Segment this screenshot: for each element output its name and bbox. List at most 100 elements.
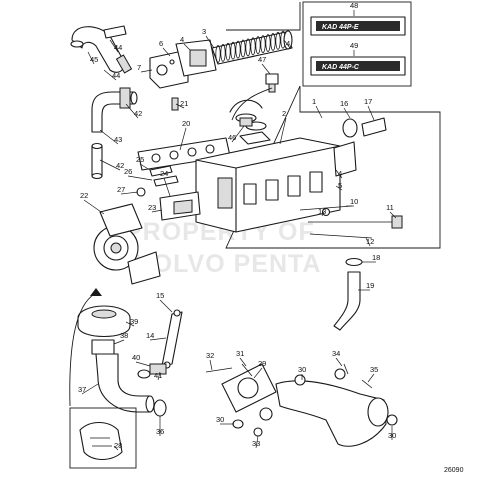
outlet-studs (205, 363, 373, 437)
detail-inset (69, 407, 137, 469)
callout-label-c3: 3 (202, 27, 206, 36)
callout-label-c47: 47 (258, 55, 266, 64)
coil-ring (215, 45, 221, 63)
callout-label-c26: 26 (124, 167, 132, 176)
callout-label-c17: 17 (364, 97, 372, 106)
leader-line-c47 (261, 63, 271, 75)
leader-line-c43 (99, 129, 119, 145)
upper-hose (70, 25, 133, 74)
callout-label-c32: 32 (206, 351, 214, 360)
leader-line-c37 (81, 383, 99, 395)
exhaust-outlet (221, 363, 398, 447)
leader-line-c14 (149, 337, 167, 341)
callout-label-c22: 22 (80, 191, 88, 200)
callout-label-c4c: 4 (338, 169, 342, 178)
air-filter (77, 305, 131, 355)
leader-line-c33 (255, 435, 259, 449)
leader-line-c6 (162, 47, 171, 57)
callout-label-c40: 40 (132, 353, 140, 362)
intake-cover (159, 191, 201, 221)
leader-line-c41 (157, 371, 161, 381)
callout-label-c1: 1 (312, 97, 316, 106)
callout-label-c42a: 42 (116, 161, 124, 170)
flow-arrow-top (231, 87, 273, 121)
callout-label-c16: 16 (340, 99, 348, 108)
end-flange (333, 117, 387, 177)
callout-label-c49: 49 (350, 41, 358, 50)
coil-ring (260, 35, 266, 53)
leader-line-c46 (231, 125, 245, 143)
leader-line-c40 (135, 361, 151, 367)
leader-line-c45 (87, 51, 95, 65)
leader-line-c38 (113, 339, 125, 345)
leader-line-c28 (113, 445, 119, 451)
callout-label-c4b: 4 (286, 39, 290, 48)
leader-line-c21 (175, 103, 185, 109)
exhaust-elbow (149, 39, 217, 89)
callout-label-c18: 18 (372, 253, 380, 262)
leader-line-c42a (99, 159, 121, 171)
leader-line-c1 (315, 105, 323, 119)
callout-label-c5: 5 (338, 181, 342, 190)
leader-line-c32 (209, 359, 213, 371)
callout-label-c30b: 30 (298, 365, 306, 374)
leader-line-c13 (321, 211, 325, 217)
callout-label-c19: 19 (366, 281, 374, 290)
leader-line-c5 (335, 185, 343, 191)
leader-line-c16 (343, 107, 351, 119)
callout-label-c46: 46 (228, 133, 236, 142)
flow-arrow-left-head (90, 288, 102, 296)
callout-label-c2: 2 (282, 109, 286, 118)
heat-exchanger-core (211, 30, 293, 65)
coil-ring (225, 42, 231, 61)
callout-label-c31: 31 (236, 349, 244, 358)
callout-label-c34: 34 (332, 349, 340, 358)
coil-ring (255, 36, 261, 55)
callout-label-c21: 21 (180, 99, 188, 108)
drain-hose (333, 257, 363, 331)
decal-inset: KAD 44P-E KAD 44P-C (302, 1, 412, 87)
leader-line-c35 (367, 373, 375, 383)
leader-line-c24 (163, 177, 171, 197)
leader-line-c39 (125, 321, 135, 327)
leader-line-c23 (151, 209, 163, 213)
callout-label-c11: 11 (386, 203, 394, 212)
hose-clamps (149, 363, 167, 417)
figure-id: 26090 (444, 467, 464, 474)
callout-label-c39: 39 (130, 317, 138, 326)
callout-label-c33: 33 (252, 439, 260, 448)
callout-label-c41: 41 (154, 371, 162, 380)
callout-label-c25: 25 (136, 155, 144, 164)
coil-ring (245, 38, 251, 57)
coil-ring (275, 31, 281, 50)
callout-label-c12: 12 (366, 237, 374, 246)
leader-line-c2 (279, 117, 287, 145)
leader-line-c44a (109, 39, 119, 53)
callout-label-c35: 35 (370, 365, 378, 374)
leader-line-c29 (253, 367, 263, 379)
leader-line-c26 (127, 175, 153, 181)
callout-label-c27: 27 (117, 185, 125, 194)
leader-line-c25 (139, 163, 151, 171)
leader-line-c42b (125, 103, 139, 119)
callout-label-c28: 28 (114, 441, 122, 450)
leader-line-c4a (183, 43, 191, 51)
leader-line-c27 (120, 191, 139, 195)
coil-ring (240, 39, 246, 58)
leader-line-c34 (335, 357, 343, 367)
callout-label-c43: 43 (114, 135, 122, 144)
leader-line-c4b (283, 39, 291, 49)
callout-label-c36: 36 (156, 427, 164, 436)
callout-label-c44b: 44 (112, 71, 120, 80)
leader-line-c22 (83, 199, 105, 215)
exhaust-manifold (195, 121, 341, 233)
decal-badge-48 (316, 21, 400, 31)
callout-label-c42b: 42 (134, 109, 142, 118)
leader-line-c31 (239, 357, 247, 367)
studs (136, 97, 179, 197)
callout-label-c38: 38 (120, 331, 128, 340)
callout-label-c24: 24 (160, 169, 168, 178)
callout-label-c30a: 30 (216, 415, 224, 424)
watermark-line-2: VOLVO PENTA (135, 250, 321, 278)
callout-label-c29: 29 (258, 359, 266, 368)
